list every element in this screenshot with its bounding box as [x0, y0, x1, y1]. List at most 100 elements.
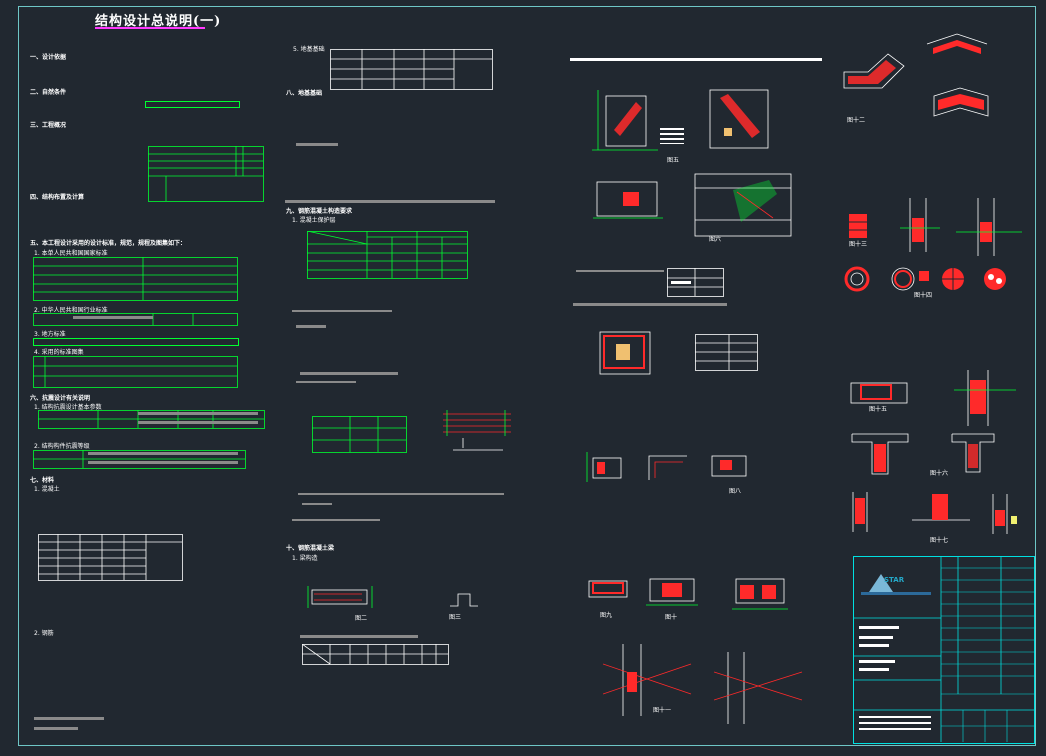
section-10-1: 1. 梁构造 — [292, 555, 318, 562]
fig-11-label: 图十一 — [653, 707, 672, 714]
section-5-3: 3. 地方标准 — [34, 331, 66, 338]
table-beam — [302, 644, 449, 665]
table-cover — [307, 231, 468, 279]
detail-wall-3 — [956, 198, 1022, 256]
detail-column-joint-2 — [954, 370, 1016, 426]
detail-bent-beam-3 — [933, 87, 989, 117]
table-seismic-params — [38, 410, 265, 429]
detail-tee-2 — [951, 433, 995, 473]
detail-opening — [593, 181, 663, 219]
detail-slab-corner — [694, 173, 792, 237]
section-6-heading: 六、抗震设计有关说明 — [30, 395, 91, 402]
table-local-standards — [33, 338, 239, 346]
fig-14-label: 图十四 — [914, 292, 933, 299]
detail-beam-1 — [586, 452, 622, 482]
note-bar — [296, 381, 356, 383]
section-9-1: 1. 混凝土保护层 — [292, 217, 336, 224]
note-bar — [285, 200, 495, 203]
sheet-title-underline — [95, 27, 205, 29]
table-column — [695, 334, 758, 371]
table-concrete — [38, 534, 183, 581]
section-5-4: 4. 采用的标准图集 — [34, 349, 84, 356]
detail-lap-splice — [443, 410, 511, 451]
detail-beam-2 — [648, 455, 687, 480]
company-logo: STAR — [884, 576, 905, 584]
detail-corner-2 — [709, 89, 769, 149]
fig-2-label: 图二 — [355, 615, 368, 622]
detail-beam-4 — [588, 580, 628, 598]
table-seismic-grade — [33, 450, 246, 469]
section-2-heading: 二、自然条件 — [30, 89, 67, 96]
detail-beam-3 — [711, 455, 747, 477]
detail-haunch-1 — [603, 644, 692, 716]
detail-bent-beam-1 — [843, 53, 905, 89]
detail-beam-5 — [646, 578, 698, 606]
section-5-1: 1. 本单人民共和国国家标准 — [34, 250, 108, 257]
table-national-standards — [33, 257, 238, 301]
drawing-border — [18, 6, 1036, 746]
detail-wall-joint-3 — [992, 494, 1017, 534]
section-7-1: 1. 混凝土 — [34, 486, 60, 493]
section-5-2: 2. 中华人民共和国行业标准 — [34, 307, 108, 314]
green-bar — [145, 101, 240, 108]
detail-column-section — [599, 331, 651, 375]
table-structure-params — [148, 146, 264, 202]
note-bar — [573, 303, 727, 306]
table-anchor — [667, 268, 724, 297]
section-7-heading: 七、材料 — [30, 477, 55, 484]
title-block-grid — [853, 556, 1035, 742]
note-bar — [576, 270, 664, 272]
fig-10-label: 图十 — [665, 614, 678, 621]
note-bar — [300, 635, 418, 638]
header-rule — [570, 58, 822, 61]
section-9-heading: 九、钢筋混凝土构造要求 — [286, 208, 353, 215]
note-bar — [296, 143, 338, 146]
fig-17-label: 图十七 — [930, 537, 949, 544]
section-6-2: 2. 结构构件抗震等级 — [34, 443, 90, 450]
detail-wall-joint-2 — [912, 494, 970, 521]
detail-wall-2 — [900, 198, 940, 252]
sheet-title: 结构设计总说明(一) — [95, 14, 222, 29]
note-bar — [296, 325, 326, 328]
section-3-heading: 三、工程概况 — [30, 122, 67, 129]
table-foundation — [330, 49, 493, 90]
detail-tee-1 — [851, 433, 909, 475]
table-atlas — [33, 356, 238, 388]
section-6-1: 1. 结构抗震设计基本参数 — [34, 404, 102, 411]
detail-circular-sections — [844, 266, 1006, 292]
detail-bent-beam-2 — [926, 33, 988, 54]
detail-wall-1 — [849, 214, 867, 238]
detail-beam-6 — [732, 578, 788, 610]
detail-hook — [450, 593, 478, 607]
note-bar — [298, 493, 504, 495]
note-bar — [292, 519, 380, 521]
table-lap-length — [312, 416, 407, 453]
detail-wall-joint-1 — [852, 492, 868, 532]
section-5-heading: 五、本工程设计采用的设计标准，规范，规程及图集如下： — [30, 240, 187, 247]
title-block — [853, 556, 1035, 744]
note-bar — [34, 717, 104, 720]
section-8-heading: 八、地基基础 — [286, 90, 323, 97]
fig-15-label: 图十五 — [869, 406, 888, 413]
note-bar — [34, 727, 78, 730]
detail-corner-1 — [592, 90, 658, 151]
fig-5-label: 图五 — [667, 157, 680, 164]
fig-6-label: 图六 — [709, 236, 722, 243]
note-bar — [292, 310, 392, 312]
section-10-heading: 十、钢筋混凝土梁 — [286, 545, 335, 552]
note-bar — [300, 372, 398, 375]
section-8-top: 5. 地基基础 — [293, 46, 325, 53]
fig-3-label: 图三 — [449, 614, 462, 621]
fig-9-label: 图九 — [600, 612, 613, 619]
fig-16-label: 图十六 — [930, 470, 949, 477]
fig-13-label: 图十三 — [849, 241, 868, 248]
legend-bars — [660, 128, 684, 144]
fig-12-label: 图十二 — [847, 117, 866, 124]
detail-beam-section — [307, 586, 373, 608]
section-1-heading: 一、设计依据 — [30, 54, 67, 61]
table-industry-standards — [33, 313, 238, 326]
section-4-heading: 四、结构布置及计算 — [30, 194, 85, 201]
note-bar — [302, 503, 332, 505]
fig-8-label: 图八 — [729, 488, 742, 495]
detail-column-joint-1 — [850, 382, 908, 404]
